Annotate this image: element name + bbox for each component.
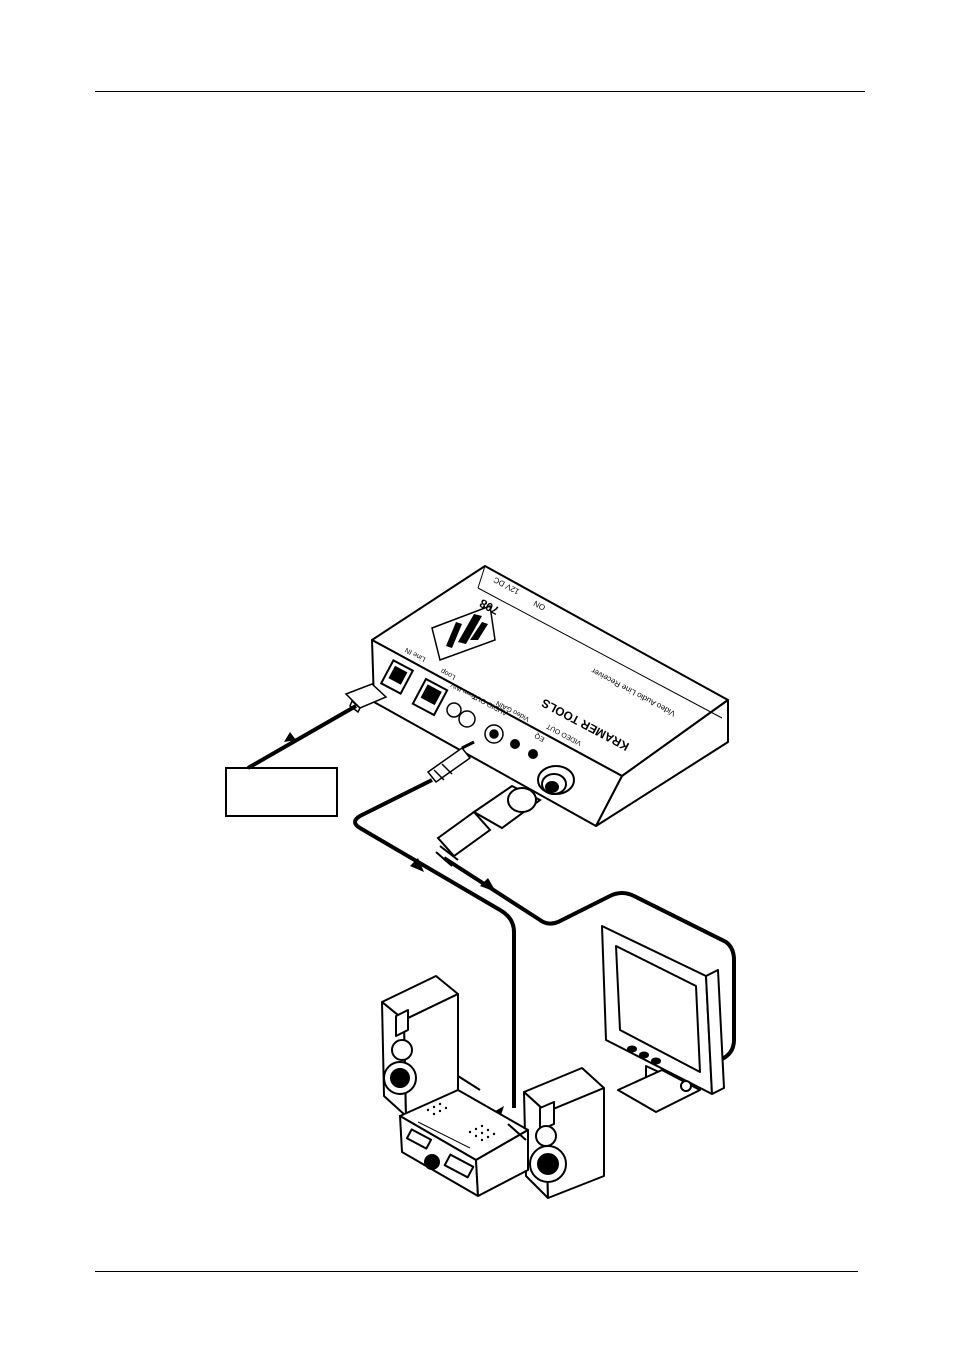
source-box xyxy=(226,768,337,816)
arrow-video xyxy=(480,878,496,892)
speaker-right xyxy=(524,1068,604,1198)
audio-out-jack xyxy=(485,725,503,743)
video-out-bnc xyxy=(538,766,574,794)
bnc-plug xyxy=(436,786,540,866)
speaker-wire-left xyxy=(458,1076,480,1090)
monitor xyxy=(602,926,724,1112)
cable-line-in xyxy=(248,706,356,768)
